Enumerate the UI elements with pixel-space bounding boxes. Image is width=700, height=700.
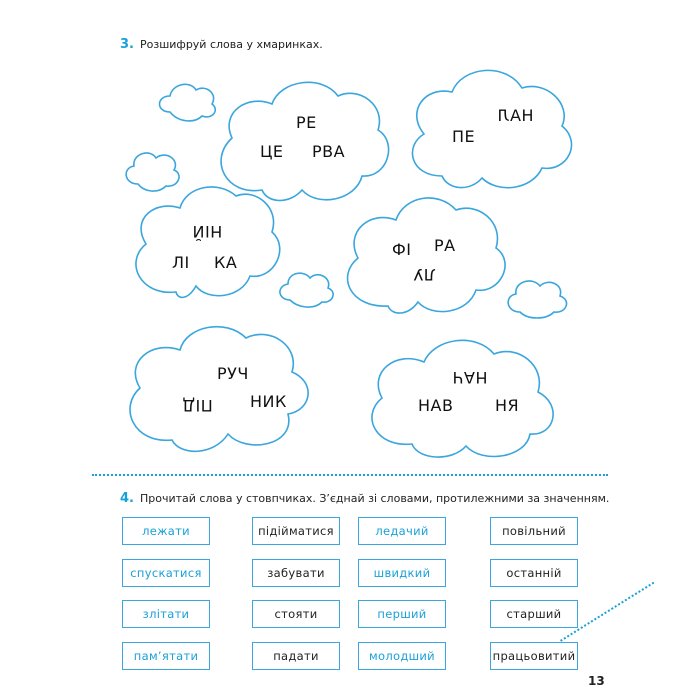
cloud-3-syllable-1: НІЙ <box>192 222 222 241</box>
cloud-5-syllable-3: НИК <box>250 392 287 411</box>
word-box[interactable]: спускатися <box>122 559 210 587</box>
cloud-3 <box>135 186 281 299</box>
cloud-1-syllable-1: РЕ <box>296 113 317 132</box>
cloud-6-syllable-1-text: НАЧ <box>452 368 488 387</box>
word-box[interactable]: останній <box>490 559 578 587</box>
cloud-5-syllable-1: РУЧ <box>217 364 249 383</box>
cloud-5-syllable-2: ПІД <box>182 396 213 415</box>
small-cloud-4 <box>507 280 568 319</box>
word-box[interactable]: перший <box>358 600 446 628</box>
section-divider <box>92 474 608 476</box>
word-box[interactable]: злітати <box>122 600 210 628</box>
clouds-illustration <box>125 69 573 458</box>
word-box[interactable]: лежати <box>122 517 210 545</box>
cloud-1-syllable-2: ЦЕ <box>260 142 284 161</box>
task-4-instruction: Прочитай слова у стовпчиках. З’єднай зі … <box>139 492 610 505</box>
word-box[interactable]: підійматися <box>252 517 340 545</box>
task-3-title: 3. Розшифруй слова у хмаринках. <box>120 37 323 52</box>
cloud-4 <box>346 197 506 314</box>
cloud-2-syllable-2-text: НАЛ <box>497 106 534 125</box>
cloud-4-syllable-3-text: ЛУ <box>413 265 436 284</box>
cloud-3-syllable-2: ЛІ <box>172 253 190 272</box>
cloud-2-syllable-2: НАЛ <box>497 106 534 125</box>
cloud-6-syllable-1: НАЧ <box>452 368 487 387</box>
word-box[interactable]: повільний <box>490 517 578 545</box>
cloud-6-syllable-2: НАВ <box>418 396 454 415</box>
small-cloud-3 <box>279 272 334 308</box>
cloud-1-syllable-3: РВА <box>312 142 346 161</box>
task-4-title: 4. Прочитай слова у стовпчиках. З’єднай з… <box>120 491 609 506</box>
cloud-3-syllable-3: КА <box>214 253 238 272</box>
small-cloud-2 <box>125 152 180 192</box>
cloud-1 <box>220 81 390 202</box>
cloud-2-syllable-1: ПЕ <box>452 127 476 146</box>
cloud-4-syllable-1: ФІ <box>392 240 412 259</box>
cloud-4-syllable-3: ЛУ <box>413 265 436 284</box>
cloud-4-syllable-2: РА <box>434 236 456 255</box>
cloud-2 <box>411 69 573 189</box>
cloud-6-syllable-3: НЯ <box>495 396 520 415</box>
word-box[interactable]: швидкий <box>358 559 446 587</box>
word-box[interactable]: пам’ятати <box>122 642 210 670</box>
word-box[interactable]: падати <box>252 642 340 670</box>
page-number: 13 <box>588 674 605 688</box>
cloud-5 <box>129 325 309 453</box>
task-4-number: 4. <box>120 491 134 506</box>
cloud-6 <box>371 339 554 458</box>
cloud-3-syllable-1-text: НІЙ <box>192 222 223 241</box>
task-3-instruction: Розшифруй слова у хмаринках. <box>139 38 323 51</box>
small-cloud-1 <box>158 83 217 122</box>
cloud-5-syllable-2-text: ПІД <box>182 396 213 415</box>
word-box[interactable]: працьовитий <box>490 642 578 670</box>
word-box[interactable]: старший <box>490 600 578 628</box>
word-box[interactable]: ледачий <box>358 517 446 545</box>
task-3-number: 3. <box>120 37 134 52</box>
word-box[interactable]: молодший <box>358 642 446 670</box>
word-box[interactable]: забувати <box>252 559 340 587</box>
word-box[interactable]: стояти <box>252 600 340 628</box>
